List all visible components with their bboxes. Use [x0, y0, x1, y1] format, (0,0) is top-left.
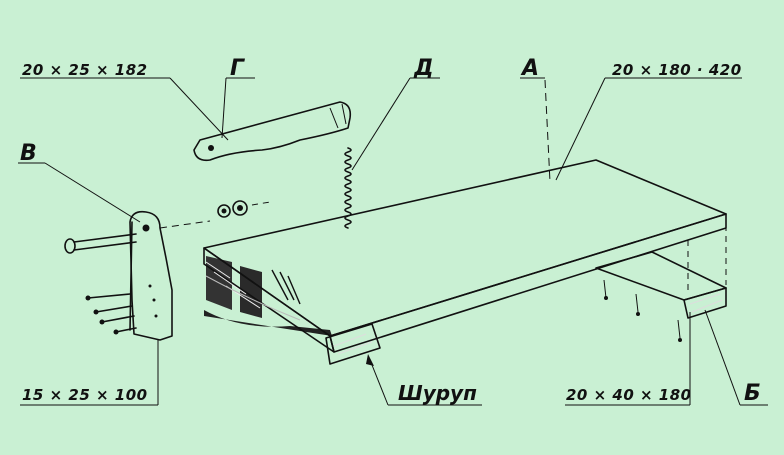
lever-part [193, 101, 352, 162]
bolt-part [64, 233, 137, 254]
block-part [595, 251, 727, 342]
block-dimension: 20 × 40 × 180 [566, 386, 692, 404]
post-part [129, 210, 173, 341]
label-d: Д [413, 56, 434, 81]
lever-dimension: 20 × 25 × 182 [22, 61, 148, 79]
screws [85, 293, 137, 335]
nut-washer-part [217, 200, 248, 218]
label-g: Г [230, 56, 245, 81]
leader-lines [18, 77, 768, 406]
post-dimension: 15 × 25 × 100 [22, 386, 148, 404]
label-a: А [520, 56, 539, 81]
board-part [203, 159, 727, 365]
screw-label: Шуруп [398, 381, 477, 405]
label-b: Б [744, 381, 761, 406]
labels: 20 × 25 × 182 Г Д А 20 × 180 · 420 В 15 … [20, 56, 761, 406]
label-v: В [20, 141, 37, 166]
board-dimension: 20 × 180 · 420 [612, 61, 742, 79]
